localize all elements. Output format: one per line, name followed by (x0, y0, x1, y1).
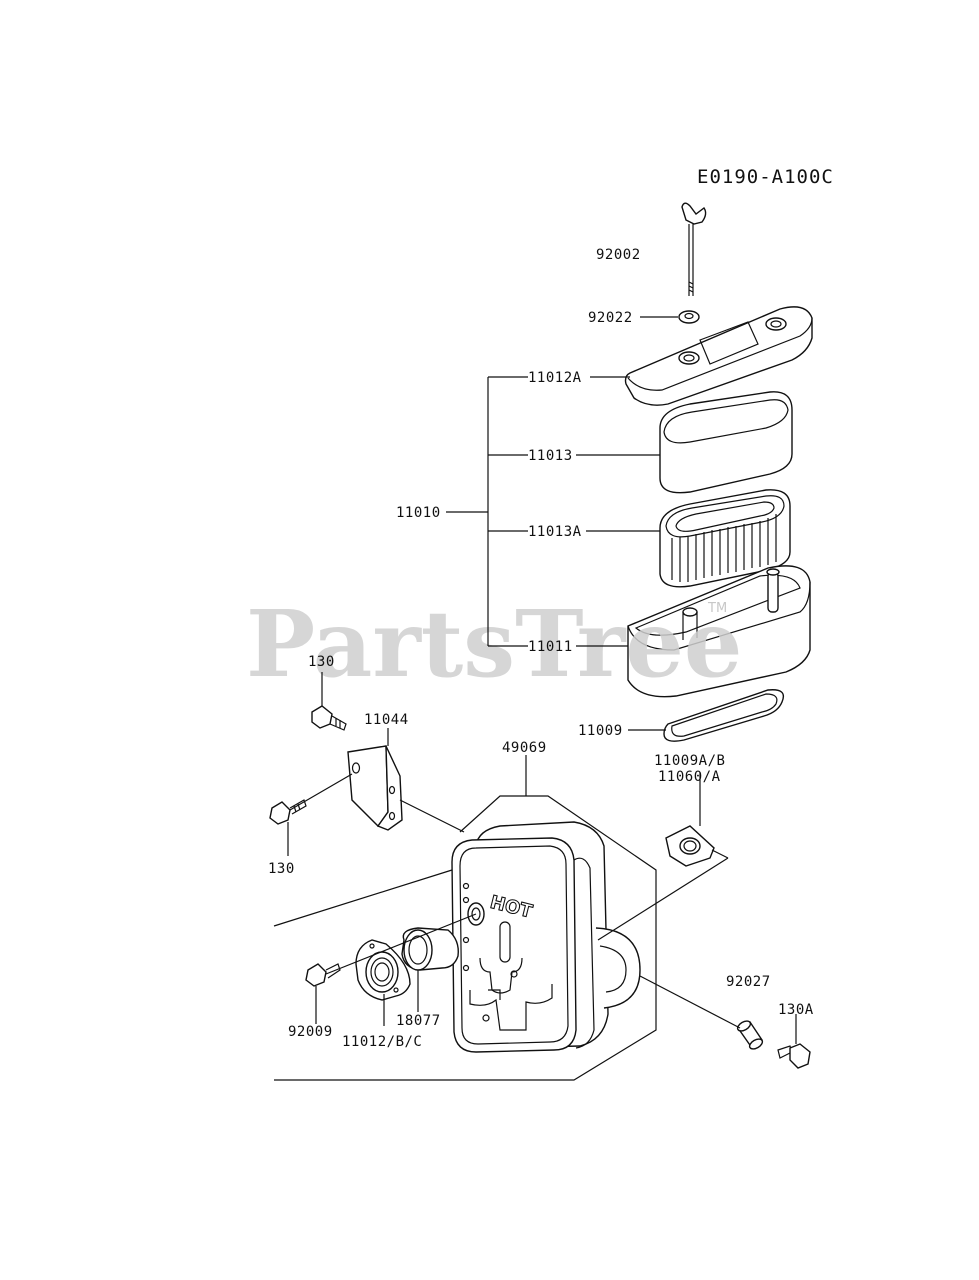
diagram-code: E0190-A100C (697, 166, 834, 188)
label-11013A[interactable]: 11013A (528, 524, 582, 540)
bolt-130-bottom-part[interactable] (269, 799, 307, 825)
label-11060A[interactable]: 11060/A (658, 769, 721, 785)
muffler-gasket-part[interactable] (665, 825, 715, 867)
label-11044[interactable]: 11044 (364, 712, 409, 728)
label-11012A[interactable]: 11012A (528, 370, 582, 386)
label-11011[interactable]: 11011 (528, 639, 573, 655)
part-labels: 92002 92022 11012A 11013 11010 11013A 11… (268, 247, 814, 1050)
gasket-part[interactable] (663, 689, 785, 742)
leader-lines (273, 316, 797, 1081)
pre-cleaner-part[interactable] (659, 391, 793, 494)
label-92009[interactable]: 92009 (288, 1024, 333, 1040)
spacer-part[interactable] (736, 1019, 764, 1051)
label-130-bottom[interactable]: 130 (268, 861, 295, 877)
watermark: PartsTree (246, 590, 742, 698)
watermark-tm: TM (707, 601, 727, 616)
label-11010[interactable]: 11010 (396, 505, 441, 521)
air-cleaner-cover-part[interactable] (624, 306, 813, 406)
bracket-part[interactable] (347, 745, 403, 831)
label-92022[interactable]: 92022 (588, 310, 633, 326)
pipe-part[interactable] (401, 927, 459, 971)
wing-bolt-part[interactable] (681, 202, 707, 296)
paper-element-part[interactable] (659, 489, 791, 588)
bolt-130A-part[interactable] (777, 1043, 811, 1069)
label-92002[interactable]: 92002 (596, 247, 641, 263)
washer-part[interactable] (678, 310, 700, 324)
label-130-top[interactable]: 130 (308, 654, 335, 670)
flange-gasket-part[interactable] (355, 939, 411, 1001)
bolt-92009-part[interactable] (305, 963, 341, 987)
label-11012BC[interactable]: 11012/B/C (342, 1034, 422, 1050)
bolt-130-top-part[interactable] (311, 705, 347, 731)
label-130A[interactable]: 130A (778, 1002, 814, 1018)
label-11013[interactable]: 11013 (528, 448, 573, 464)
label-11009AB[interactable]: 11009A/B (654, 753, 725, 769)
label-11009[interactable]: 11009 (578, 723, 623, 739)
muffler-part[interactable]: HOT (451, 821, 641, 1053)
label-49069[interactable]: 49069 (502, 740, 547, 756)
air-cleaner-base-part[interactable] (627, 565, 811, 698)
label-18077[interactable]: 18077 (396, 1013, 441, 1029)
label-92027[interactable]: 92027 (726, 974, 771, 990)
